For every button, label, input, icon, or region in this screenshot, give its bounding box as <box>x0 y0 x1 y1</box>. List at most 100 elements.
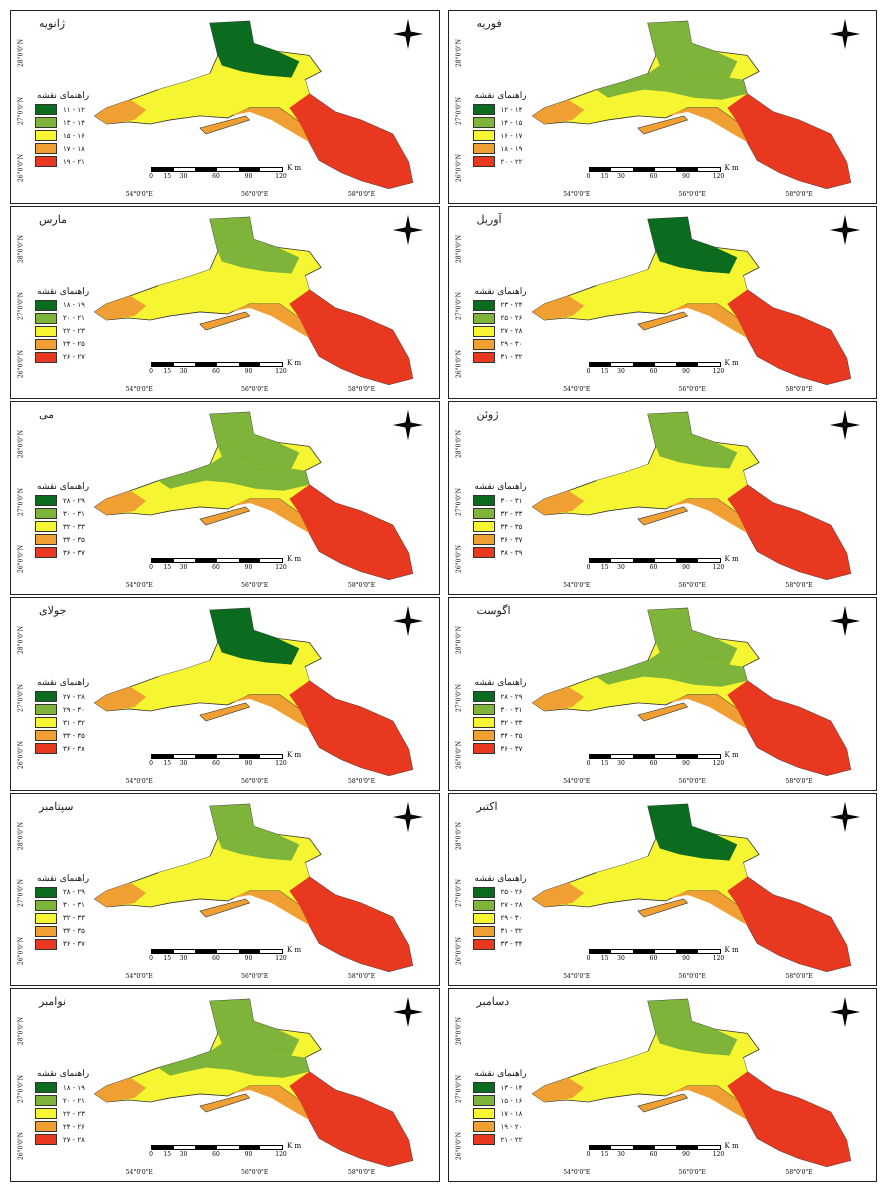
northern-highland-zone <box>209 216 300 274</box>
legend-item: ۲۱ - ۲۲ <box>472 1133 527 1146</box>
month-title: مارس <box>39 212 67 226</box>
legend-swatch <box>472 1095 495 1107</box>
scale-unit: K m <box>724 1142 739 1150</box>
month-title: ژوئن <box>476 408 499 422</box>
scale-tick: 60 <box>212 172 220 180</box>
longitude-label: 54°0'0"E <box>563 190 591 198</box>
legend-swatch <box>35 1108 57 1120</box>
latitude-label: 28°0'0"N <box>454 626 462 655</box>
province-map <box>93 216 414 385</box>
longitude-label: 58°0'0"E <box>785 386 813 394</box>
legend-item: ۱۶ - ۱۷ <box>472 129 527 142</box>
scale-tick: 120 <box>712 1151 725 1158</box>
scale-tick: 60 <box>649 1151 658 1158</box>
legend-label: ۳۲ - ۳۳ <box>63 522 85 531</box>
central-zone <box>595 261 747 296</box>
legend-item: ۲۵ - ۲۶ <box>472 312 527 325</box>
latitude-label: 26°0'0"N <box>454 936 462 965</box>
southeastern-coastal-zone <box>726 289 851 385</box>
scale-unit: K m <box>724 163 739 172</box>
latitude-label: 26°0'0"N <box>17 936 25 965</box>
month-title: آوریل <box>476 212 502 226</box>
southern-band-zone <box>229 1086 310 1121</box>
scale-tick: 120 <box>712 564 725 571</box>
northern-highland-zone <box>647 803 737 861</box>
legend-label: ۱۵ - ۱۶ <box>63 131 85 140</box>
legend-item: ۲۵ - ۲۶ <box>472 886 527 899</box>
legend-label: ۱۱ - ۱۲ <box>63 105 85 114</box>
southern-band-zone <box>667 499 747 534</box>
scale-tick: 30 <box>179 368 188 376</box>
scale-tick: 15 <box>163 1151 172 1158</box>
province-map <box>93 998 414 1168</box>
southeastern-coastal-zone <box>726 1072 851 1167</box>
legend-label: ۲۶ - ۲۷ <box>63 353 85 362</box>
legend-label: ۲۷ - ۲۸ <box>63 692 85 701</box>
longitude-label: 58°0'0"E <box>348 190 376 198</box>
month-title: ژانویه <box>39 17 66 30</box>
longitude-label: 54°0'0"E <box>125 582 153 589</box>
northern-highland-zone <box>647 608 737 665</box>
scale-tick: 90 <box>682 1151 690 1158</box>
legend-item: ۱۸ - ۱۹ <box>35 1081 89 1094</box>
scale-tick: 60 <box>212 955 220 963</box>
longitude-label: 56°0'0"E <box>241 777 269 785</box>
legend-swatch <box>472 299 495 311</box>
legend-title: راهنمای نقشه <box>474 91 527 101</box>
legend-label: ۳۴ - ۳۵ <box>63 927 85 936</box>
latitude-label: 27°0'0"N <box>17 1075 25 1103</box>
legend-label: ۲۷ - ۲۸ <box>500 327 523 336</box>
scale-tick: 120 <box>712 368 725 376</box>
legend-item: ۲۹ - ۳۰ <box>35 703 89 716</box>
longitude-label: 58°0'0"E <box>785 190 813 198</box>
scale-tick: 15 <box>163 955 172 963</box>
scale-tick: 90 <box>244 172 253 180</box>
scale-tick: 0 <box>149 759 153 767</box>
legend-label: ۳۰ - ۳۱ <box>500 705 523 714</box>
province-map <box>531 607 851 776</box>
scale-tick: 90 <box>244 368 253 376</box>
legend-item: ۳۴ - ۳۵ <box>35 533 89 546</box>
coastal-transition-zone <box>532 686 584 711</box>
scale-tick: 90 <box>244 564 253 571</box>
legend-label: ۲۴ - ۲۵ <box>63 340 85 349</box>
legend-item: ۲۰ - ۲۲ <box>472 155 527 168</box>
legend-swatch <box>35 117 57 128</box>
legend-swatch <box>472 691 495 702</box>
scale-tick: 90 <box>682 172 690 180</box>
north-arrow-compass-icon <box>829 214 861 245</box>
longitude-label: 58°0'0"E <box>785 777 813 785</box>
legend-label: ۳۴ - ۳۵ <box>63 535 85 544</box>
legend-item: ۲۸ - ۲۹ <box>472 690 527 703</box>
legend-swatch <box>472 312 495 324</box>
latitude-label: 27°0'0"N <box>17 683 25 712</box>
scale-tick: 15 <box>600 368 609 376</box>
scale-tick: 0 <box>149 1151 153 1158</box>
coastal-transition-zone <box>94 491 147 516</box>
legend-swatch <box>35 104 57 115</box>
scale-tick: 120 <box>275 1151 287 1158</box>
northern-highland-zone <box>209 999 300 1056</box>
legend-item: ۲۸ - ۲۹ <box>35 886 89 899</box>
qeshm-island <box>199 702 251 722</box>
scale-tick: 120 <box>712 759 725 767</box>
qeshm-island <box>199 311 251 331</box>
legend-label: ۳۲ - ۳۳ <box>500 509 523 518</box>
legend-swatch <box>472 1082 495 1094</box>
legend-swatch <box>35 325 57 337</box>
legend-label: ۳۶ - ۳۷ <box>63 548 85 557</box>
scale-tick: 0 <box>149 368 153 376</box>
legend-swatch <box>472 325 495 337</box>
legend-swatch <box>35 1082 57 1094</box>
north-arrow-compass-icon <box>829 801 861 832</box>
north-arrow-compass-icon <box>392 801 423 832</box>
